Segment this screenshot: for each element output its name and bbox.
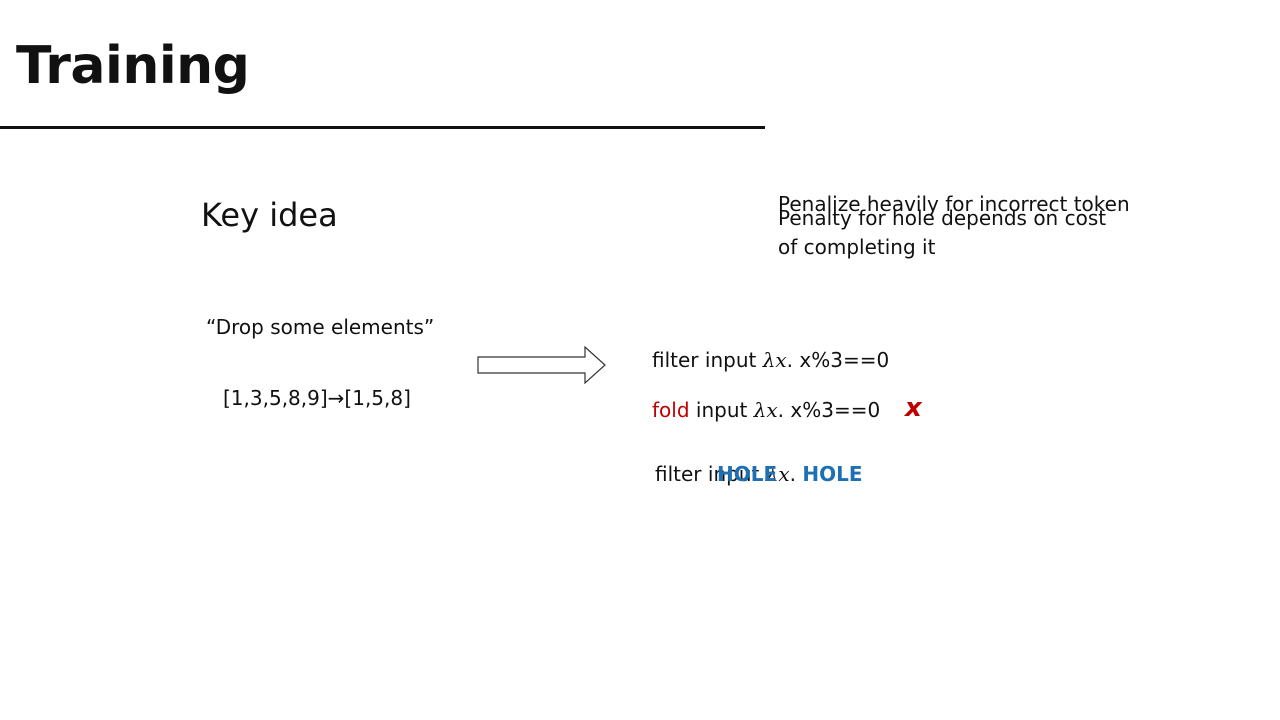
program-filter-args: input [698,348,763,372]
program-filter-fn: filter [652,348,699,372]
program-fold: fold input λx. x%3==0 [652,398,880,422]
slide-title: Training [16,36,250,96]
note-penalty-hole: Penalty for hole depends on cost of comp… [778,204,1106,262]
program-hole-fn: filter [655,462,702,486]
key-idea-heading: Key idea [201,196,338,234]
program-fold-args: input [689,398,754,422]
program-hole-dot: . [789,462,803,486]
hole-token-overlap: HOLE [717,462,778,486]
program-fold-body: . x%3==0 [777,398,881,422]
note-penalty-line1: Penalty for hole depends on cost [778,206,1107,230]
program-filter-body: . x%3==0 [786,348,890,372]
program-hole: filter input λx. HOLE [655,462,863,486]
hole-token: HOLE [802,462,863,486]
example-io: [1,3,5,8,9]→[1,5,8] [223,386,411,410]
lambda-symbol: λx [753,398,778,422]
lambda-symbol: λx [762,348,787,372]
example-description: “Drop some elements” [206,315,435,339]
note-penalty-line2: of completing it [778,235,936,259]
cross-icon: x [905,393,922,423]
lambda-symbol: λx [765,462,790,486]
program-fold-fn: fold [652,398,690,422]
program-hole-args: input [701,462,766,486]
program-filter: filter input λx. x%3==0 [652,348,889,372]
title-divider [0,126,765,129]
right-arrow-icon [477,346,606,384]
note-penalize: Penalize heavily for incorrect token [778,192,1130,216]
